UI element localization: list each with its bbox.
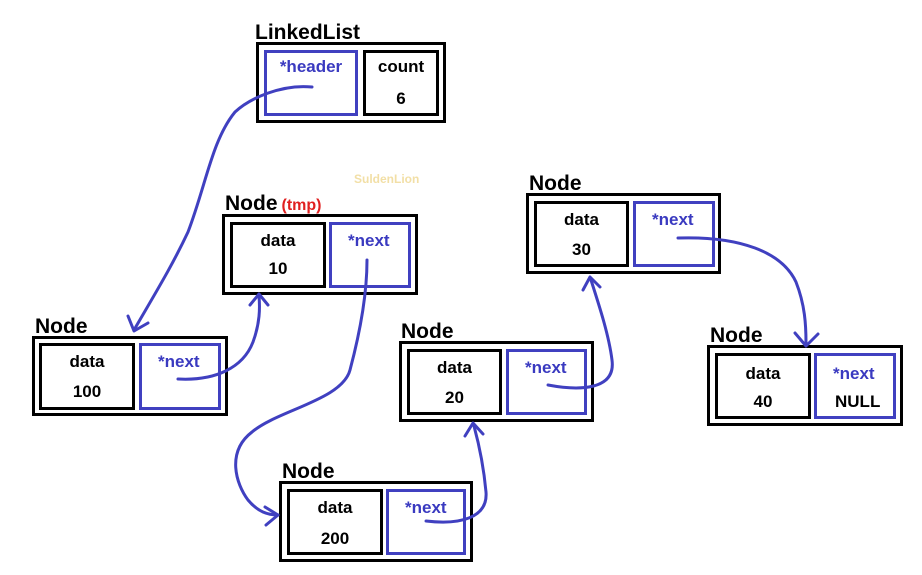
node-100-title: Node — [35, 315, 88, 338]
count-label: count — [377, 57, 425, 76]
node-30-box: data 30 *next — [526, 193, 721, 274]
node-30-data-cell: data 30 — [534, 201, 629, 267]
node-40-box: data 40 *next NULL — [707, 345, 903, 426]
count-cell: count 6 — [363, 50, 439, 116]
arrowhead-node-30 — [581, 275, 602, 292]
node-40-next-cell: *next NULL — [814, 353, 896, 419]
node-100-box: data 100 *next — [32, 336, 228, 416]
node-20-next-cell: *next — [506, 349, 587, 415]
tmp-tag: (tmp) — [281, 197, 322, 214]
node-20-data-label: data — [437, 358, 472, 377]
linkedlist-box: *header count 6 — [256, 42, 446, 123]
node-20-box: data 20 *next — [399, 341, 594, 422]
node-40-title: Node — [710, 324, 763, 347]
node-30-next-cell: *next — [633, 201, 715, 267]
node-100-next-label: *next — [158, 352, 200, 371]
watermark: SuldenLion — [354, 172, 420, 186]
arrowhead-node-200 — [263, 505, 280, 527]
node-100-data-cell: data 100 — [39, 343, 135, 410]
node-20-next-label: *next — [525, 358, 567, 377]
linkedlist-title: LinkedList — [255, 21, 361, 44]
node-30-data-label: data — [564, 210, 599, 229]
arrowhead-header — [126, 314, 150, 333]
node-40-data-label: data — [745, 364, 781, 383]
node-40-next-label: *next — [833, 364, 875, 383]
node-10-next-label: *next — [348, 231, 390, 250]
arrowhead-node-40 — [793, 331, 820, 348]
arrowhead-node-10 — [248, 292, 270, 307]
node-10-next-cell: *next — [329, 222, 411, 288]
node-10-data-value: 10 — [268, 259, 288, 278]
node-200-data-value: 200 — [320, 529, 350, 548]
node-40-data-value: 40 — [753, 392, 773, 411]
node-200-data-cell: data 200 — [287, 489, 383, 555]
node-100-data-value: 100 — [72, 382, 102, 401]
node-10-data-label: data — [260, 231, 296, 250]
arrow-node-100-to-node-10 — [176, 294, 261, 381]
node-200-next-cell: *next — [386, 489, 466, 555]
node-40-next-null: NULL — [835, 392, 881, 411]
node-200-next-label: *next — [405, 498, 447, 517]
node-10-title: Node(tmp) — [225, 193, 321, 214]
arrow-node-20-to-node-30 — [546, 278, 614, 390]
node-20-data-cell: data 20 — [407, 349, 502, 415]
arrow-node-200-to-node-20 — [424, 424, 488, 524]
node-30-title: Node — [529, 172, 582, 195]
node-20-title: Node — [401, 320, 454, 343]
header-label: *header — [279, 57, 343, 76]
node-200-data-label: data — [317, 498, 353, 517]
arrow-node-10-to-node-200 — [234, 258, 369, 517]
node-100-data-label: data — [69, 352, 105, 371]
node-20-data-value: 20 — [445, 388, 464, 407]
node-200-box: data 200 *next — [279, 481, 473, 562]
arrow-node-30-to-node-40 — [676, 236, 808, 345]
arrowhead-node-20 — [463, 421, 485, 438]
node-30-data-value: 30 — [572, 240, 591, 259]
node-100-next-cell: *next — [139, 343, 221, 410]
node-10-title-text: Node — [225, 192, 278, 215]
node-200-title: Node — [282, 460, 335, 483]
header-pointer-cell: *header — [264, 50, 358, 116]
node-30-next-label: *next — [652, 210, 694, 229]
arrow-header-to-node-100 — [132, 85, 314, 332]
node-10-box: data 10 *next — [222, 214, 418, 295]
count-value: 6 — [396, 89, 406, 108]
node-10-data-cell: data 10 — [230, 222, 326, 288]
node-40-data-cell: data 40 — [715, 353, 811, 419]
